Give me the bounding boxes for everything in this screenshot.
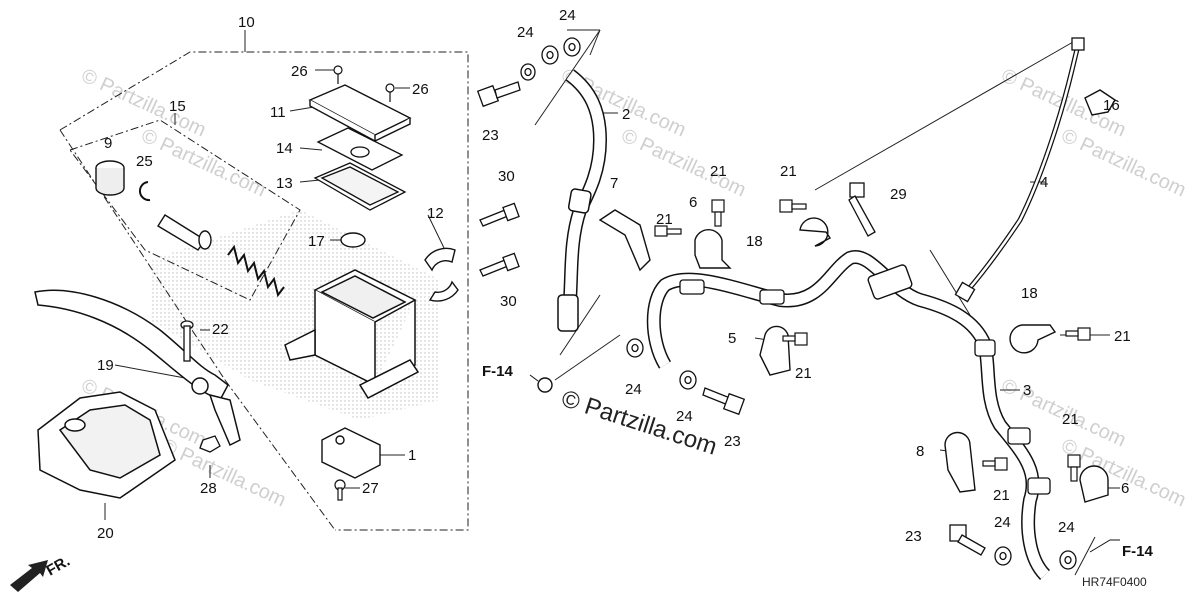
part-8-clamp[interactable] xyxy=(944,431,976,493)
callout: 23 xyxy=(724,433,741,450)
part-29-bolt[interactable] xyxy=(848,182,876,237)
part-22-bolt[interactable] xyxy=(180,320,194,362)
callout: 30 xyxy=(498,168,515,185)
part-11-reservoir-cap[interactable] xyxy=(308,84,412,143)
callout: 7 xyxy=(610,175,618,192)
callout: 24 xyxy=(676,408,693,425)
callout: 24 xyxy=(559,7,576,24)
leader-lines xyxy=(104,29,1120,576)
part-30-bolt[interactable] xyxy=(479,202,520,277)
callout: 15 xyxy=(169,98,186,115)
callout: 4 xyxy=(1040,174,1048,191)
f14-connector xyxy=(537,377,553,393)
callout: 24 xyxy=(1058,519,1075,536)
part-6-clamp[interactable] xyxy=(694,229,1109,503)
part-26-screw[interactable] xyxy=(333,65,395,102)
callout: 21 xyxy=(780,163,797,180)
front-label: FR. xyxy=(44,553,73,580)
front-arrow-icon xyxy=(10,560,48,592)
callout: 26 xyxy=(291,63,308,80)
callout: 18 xyxy=(746,233,763,250)
part-21-bolt[interactable] xyxy=(654,199,1091,482)
part-18-clamp[interactable] xyxy=(799,217,1057,354)
callout: 25 xyxy=(136,153,153,170)
callout: 24 xyxy=(625,381,642,398)
callout: 23 xyxy=(905,528,922,545)
callout: 12 xyxy=(427,205,444,222)
callout: 24 xyxy=(994,514,1011,531)
callout: 9 xyxy=(104,135,112,152)
part-27-screw[interactable] xyxy=(334,479,346,501)
callout: 10 xyxy=(238,14,255,31)
part-1-stop-switch[interactable] xyxy=(321,427,381,479)
callout: 22 xyxy=(212,321,229,338)
callout: 30 xyxy=(500,293,517,310)
callout: 16 xyxy=(1103,97,1120,114)
callout: 17 xyxy=(308,233,325,250)
part-24-washer[interactable] xyxy=(520,37,581,81)
callout: 21 xyxy=(993,487,1010,504)
part-20-lever-cover[interactable] xyxy=(37,391,176,499)
watermark: © Partzilla.com xyxy=(1058,125,1189,202)
part-3-brake-hose[interactable] xyxy=(646,250,1051,580)
callout: 21 xyxy=(1062,411,1079,428)
callout-labels: 10 15 9 25 26 26 11 14 13 12 17 22 19 1 … xyxy=(97,7,1154,589)
callout: 5 xyxy=(728,330,736,347)
f14-arrow-right xyxy=(1089,539,1120,553)
part-17-boot[interactable] xyxy=(340,232,366,248)
callout: 21 xyxy=(656,211,673,228)
callout: 24 xyxy=(517,24,534,41)
callout: 11 xyxy=(270,104,286,121)
part-7-bracket[interactable] xyxy=(598,209,651,272)
callout: 21 xyxy=(795,365,812,382)
master-cylinder-body[interactable] xyxy=(284,269,420,399)
part-19-brake-lever[interactable] xyxy=(34,289,241,447)
part-9-bushing[interactable] xyxy=(95,160,125,196)
part-23-banjo-bolt[interactable] xyxy=(476,81,521,108)
part-14-plate[interactable] xyxy=(316,127,404,171)
ref-label: F-14 xyxy=(1122,543,1154,560)
callout: 26 xyxy=(412,81,429,98)
f14-arrow xyxy=(529,374,539,382)
callout: 20 xyxy=(97,525,114,542)
part-25-circlip[interactable] xyxy=(139,181,151,202)
watermark: © Partzilla.com xyxy=(1058,435,1189,512)
callout: 6 xyxy=(1121,480,1129,497)
callout: 1 xyxy=(408,447,416,464)
part-2-brake-hose[interactable] xyxy=(557,69,608,332)
callout: 28 xyxy=(200,480,217,497)
callout: 29 xyxy=(890,186,907,203)
part-23-banjo-bolt[interactable] xyxy=(702,387,986,556)
callout: 2 xyxy=(622,106,630,123)
callout: 14 xyxy=(276,140,293,157)
part-4-brake-pipe[interactable] xyxy=(954,37,1085,303)
callout: 18 xyxy=(1021,285,1038,302)
diagram-code: HR74F0400 xyxy=(1082,575,1147,589)
callout: 21 xyxy=(1114,328,1131,345)
watermark: © Partzilla.com xyxy=(138,125,269,202)
part-5-clamp[interactable] xyxy=(759,325,791,376)
part-16-clip[interactable] xyxy=(1084,89,1116,116)
watermark: © Partzilla.com xyxy=(618,125,749,202)
watermark: © Partzilla.com xyxy=(158,435,289,512)
ref-label: F-14 xyxy=(482,363,514,380)
callout: 23 xyxy=(482,127,499,144)
part-spring[interactable] xyxy=(227,244,285,298)
callout: 19 xyxy=(97,357,114,374)
part-piston[interactable] xyxy=(157,214,212,251)
part-24-washer[interactable] xyxy=(626,338,1077,570)
part-13-diaphragm[interactable] xyxy=(313,162,407,211)
part-12-clamp[interactable] xyxy=(424,247,459,302)
callout: 13 xyxy=(276,175,293,192)
part-28-nut[interactable] xyxy=(199,435,221,453)
callout: 8 xyxy=(916,443,924,460)
callout: 27 xyxy=(362,480,379,497)
assembly-outline xyxy=(59,51,469,531)
callout: 21 xyxy=(710,163,727,180)
callout: 3 xyxy=(1023,382,1031,399)
callout: 6 xyxy=(689,194,697,211)
